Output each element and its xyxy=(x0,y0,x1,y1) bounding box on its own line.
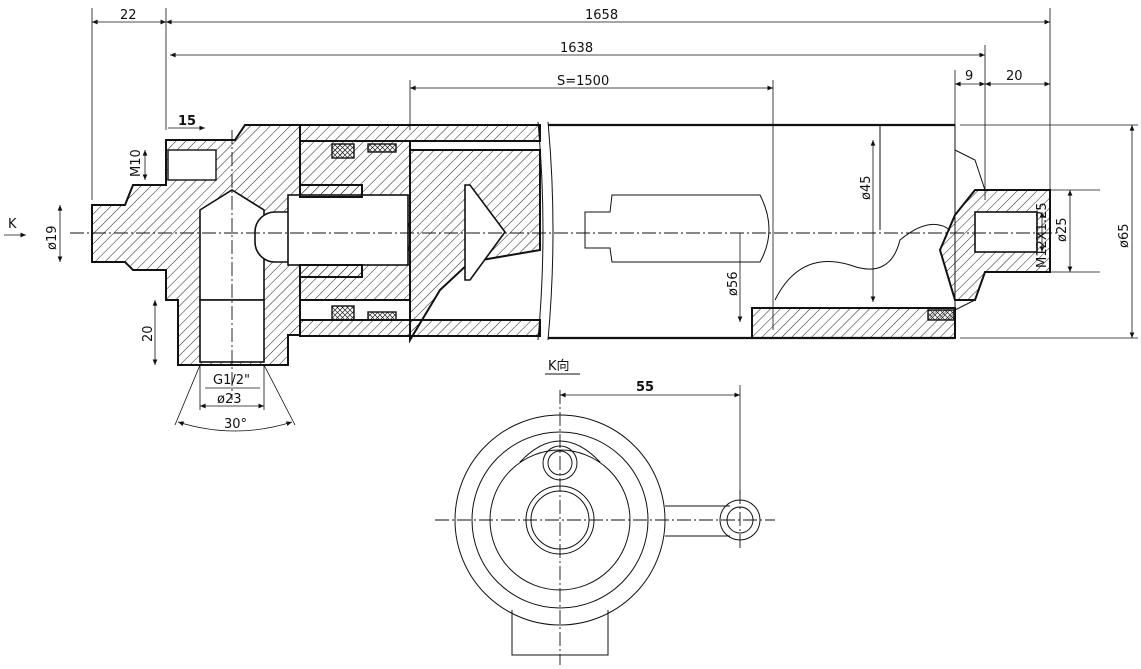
dim-1658: 1658 xyxy=(585,8,618,23)
dim-phi23: ø23 xyxy=(217,392,242,407)
dim-1638: 1638 xyxy=(560,41,593,56)
dim-20-left: 20 xyxy=(141,325,156,342)
barrel-top-wall xyxy=(299,124,541,142)
dim-9: 9 xyxy=(965,69,973,84)
view-k-label: K向 xyxy=(548,358,570,374)
dim-phi65: ø65 xyxy=(1117,224,1132,249)
dim-phi45: ø45 xyxy=(859,176,874,201)
seal-bottom xyxy=(331,305,355,321)
thread-m12: M12X1.25 xyxy=(1035,202,1050,268)
dim-22: 22 xyxy=(120,8,137,23)
thread-m10: M10 xyxy=(129,149,144,177)
dim-20-top: 20 xyxy=(1006,69,1023,84)
dim-55: 55 xyxy=(636,380,654,395)
thread-g12: G1/2" xyxy=(213,373,250,388)
dim-15: 15 xyxy=(178,114,196,129)
view-k-arrow-label: K xyxy=(8,217,17,232)
cylinder-section xyxy=(91,121,1051,366)
top-dimensions xyxy=(91,8,1051,330)
view-k xyxy=(454,414,761,656)
dim-phi56: ø56 xyxy=(726,272,741,297)
seal-top xyxy=(331,143,355,159)
dim-phi25: ø25 xyxy=(1055,218,1070,243)
dim-stroke: S=1500 xyxy=(557,74,609,89)
dim-phi19: ø19 xyxy=(45,226,60,251)
angle-30: 30° xyxy=(224,417,247,432)
